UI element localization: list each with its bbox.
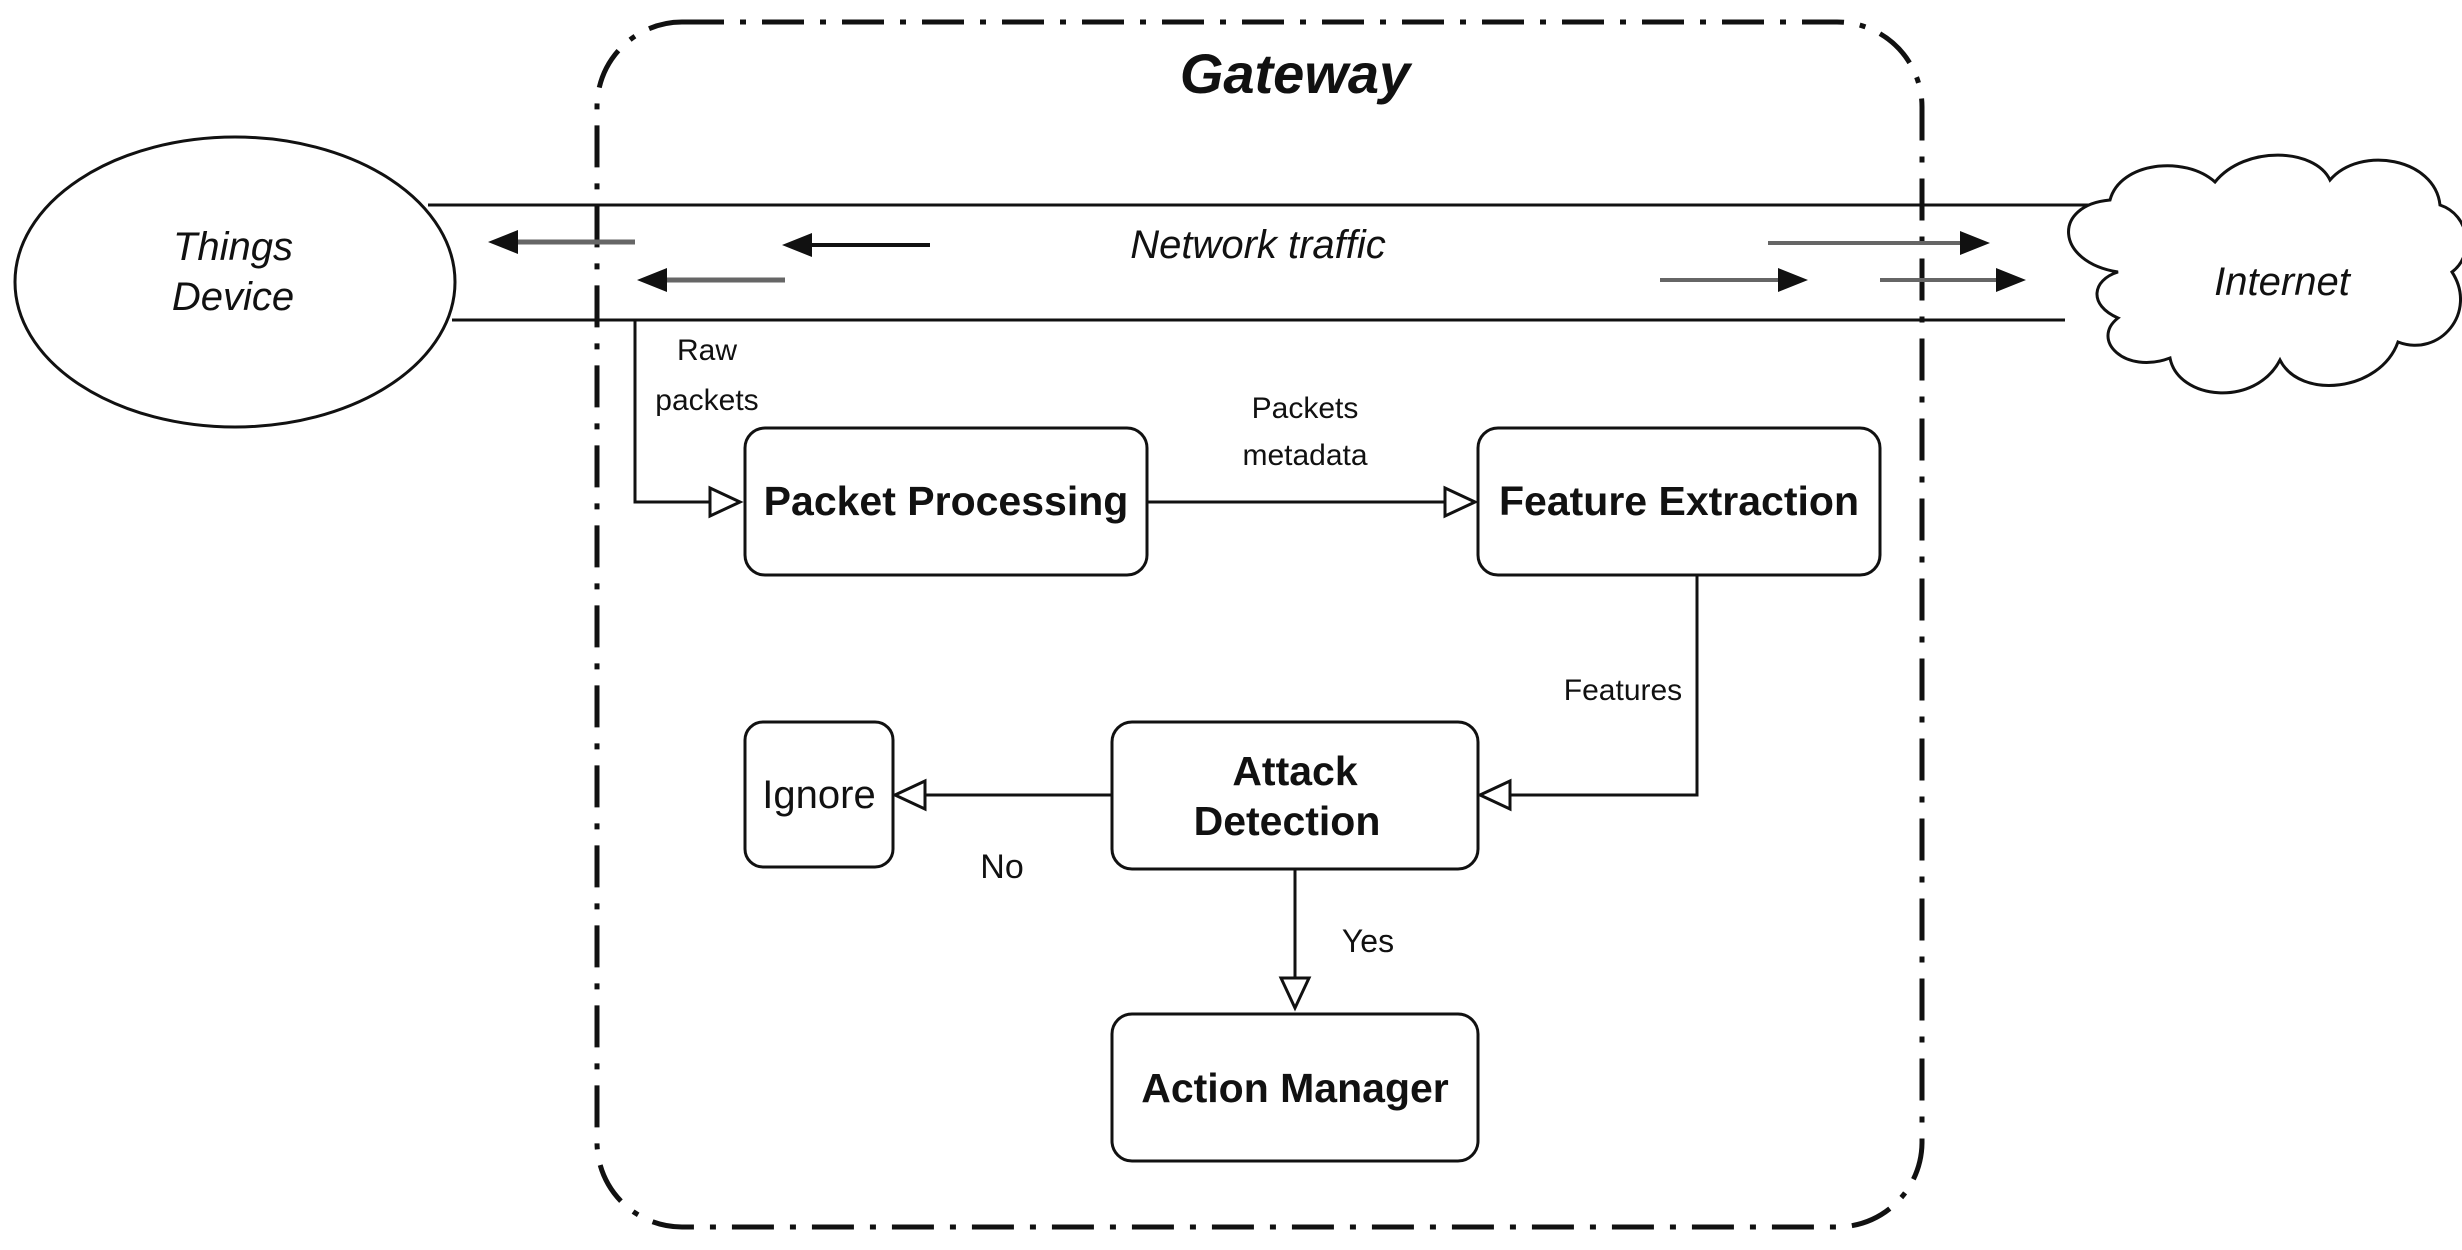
traffic-arrow-right-1 (1768, 231, 1990, 255)
gateway-boundary (594, 19, 1925, 1230)
yes-arrowhead (1278, 976, 1312, 1012)
things-device-label-line1: Things (173, 225, 293, 269)
attack-detection-label-line1: Attack (1232, 748, 1358, 794)
attack-detection-node (1110, 720, 1480, 871)
gateway-title: Gateway (1180, 42, 1413, 105)
packets-metadata-arrowhead (1443, 485, 1479, 519)
things-device-label-line2: Device (172, 275, 294, 319)
traffic-arrow-left-1 (488, 230, 635, 254)
yes-label: Yes (1342, 923, 1394, 959)
features-connector (1510, 575, 1699, 797)
traffic-arrow-left-3 (637, 268, 785, 292)
network-traffic-label: Network traffic (1130, 223, 1386, 267)
traffic-arrow-right-3 (1880, 268, 2026, 292)
no-arrowhead (891, 778, 927, 812)
internet-cloud-node (2067, 153, 2462, 395)
ignore-label: Ignore (762, 773, 875, 817)
no-label: No (980, 848, 1023, 886)
raw-packets-label-line2: packets (655, 384, 758, 417)
ignore-node (743, 720, 895, 869)
packets-metadata-label-line1: Packets (1252, 392, 1359, 425)
raw-packets-label-line1: Raw (677, 334, 737, 367)
traffic-arrow-right-2 (1660, 268, 1808, 292)
traffic-arrow-left-2 (782, 233, 930, 257)
attack-detection-label-line2: Detection (1194, 798, 1381, 844)
feature-extraction-node (1476, 426, 1882, 577)
raw-packets-connector (633, 320, 710, 504)
raw-packets-arrowhead (708, 485, 744, 519)
packet-processing-label: Packet Processing (764, 478, 1129, 524)
features-label: Features (1564, 674, 1682, 707)
feature-extraction-label: Feature Extraction (1499, 478, 1859, 524)
action-manager-node (1110, 1012, 1480, 1163)
action-manager-label: Action Manager (1141, 1065, 1449, 1111)
packets-metadata-label-line2: metadata (1242, 439, 1367, 472)
things-device-node (13, 135, 457, 429)
internet-label: Internet (2214, 260, 2352, 304)
features-arrowhead (1476, 778, 1512, 812)
